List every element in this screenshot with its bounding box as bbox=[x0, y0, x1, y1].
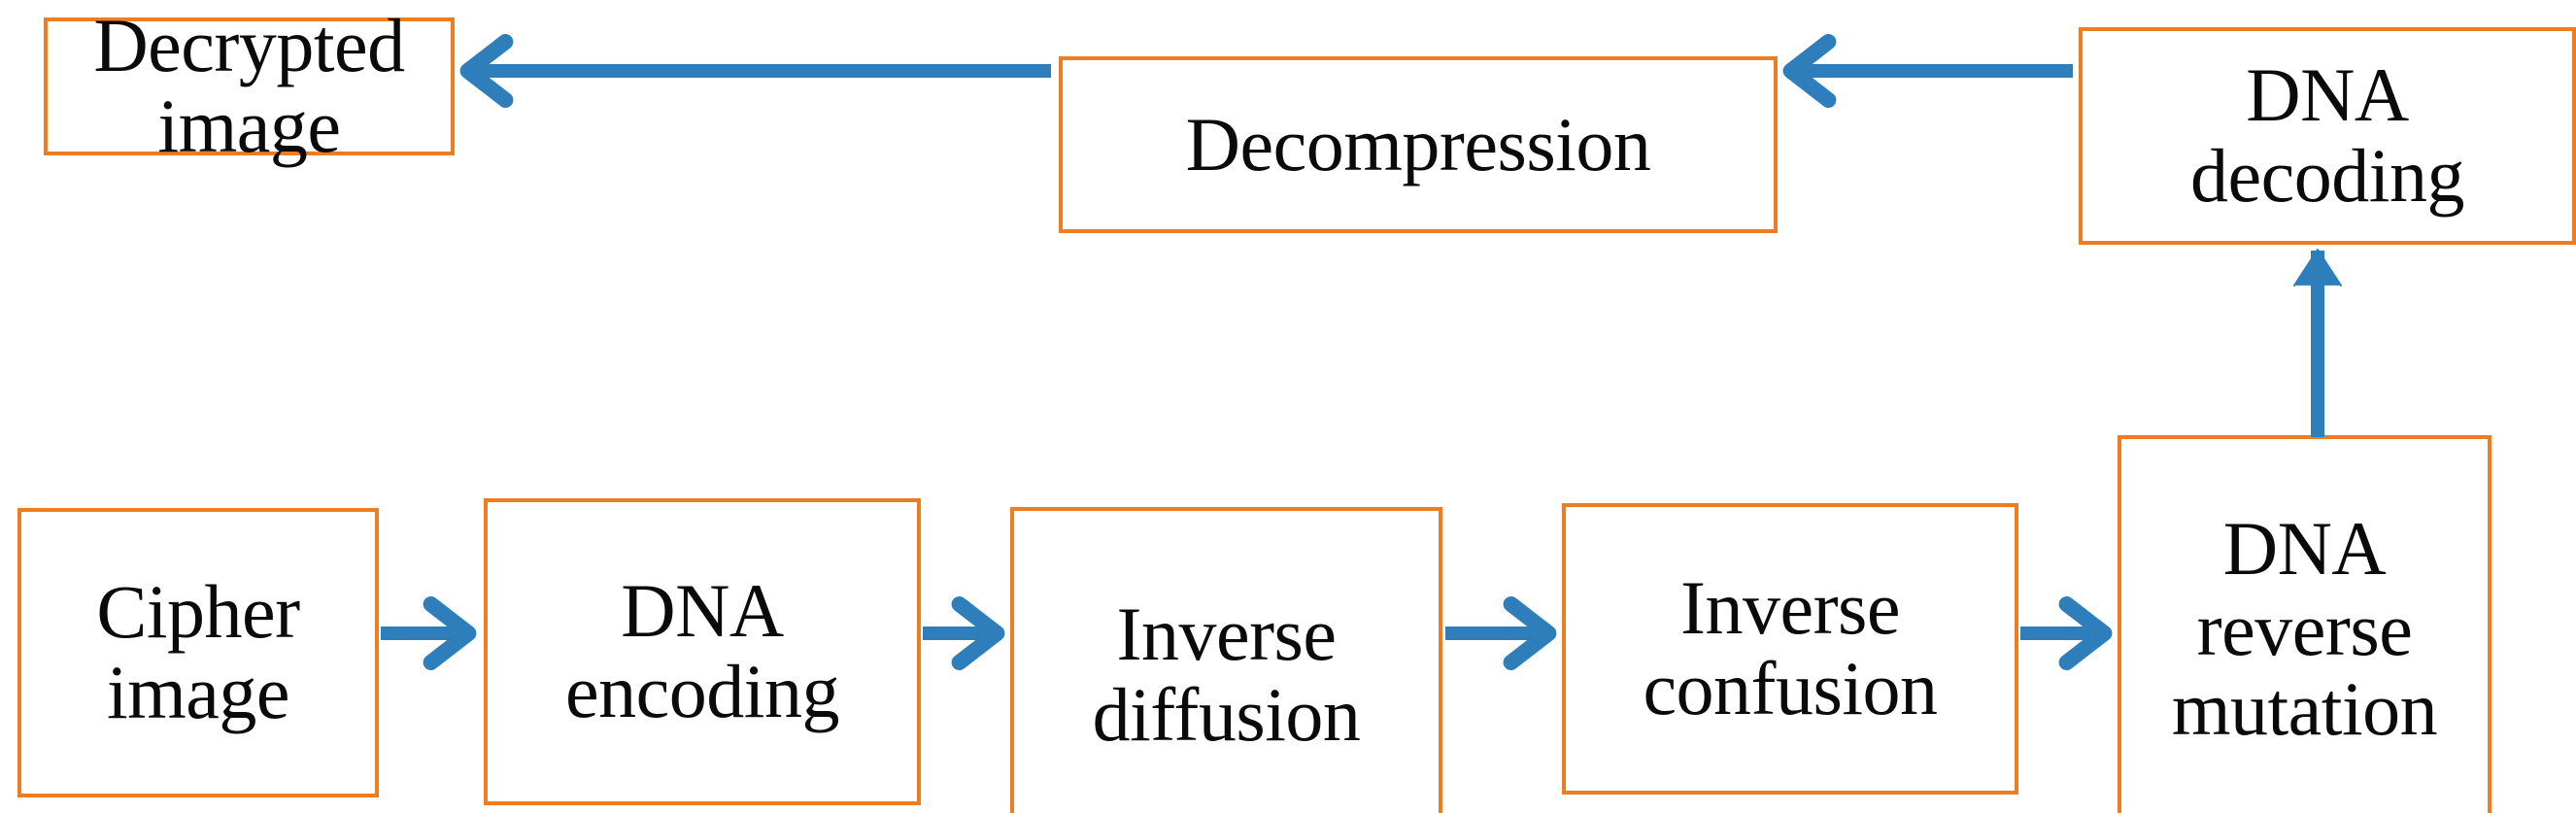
arrow-dna-encoding-to-inverse-diffusion bbox=[923, 582, 1006, 685]
node-dna-reverse-mutation[interactable]: DNA reverse mutation bbox=[2118, 435, 2491, 813]
node-dna-encoding[interactable]: DNA encoding bbox=[484, 498, 921, 805]
node-inverse-diffusion[interactable]: Inverse diffusion bbox=[1010, 507, 1442, 813]
arrow-cipher-image-to-dna-encoding bbox=[381, 582, 478, 685]
arrow-decompression-to-decrypted-image bbox=[458, 19, 1051, 122]
node-label-dna-encoding: DNA encoding bbox=[565, 568, 839, 733]
node-label-cipher-image: Cipher image bbox=[96, 569, 300, 734]
node-label-decrypted-image: Decrypted image bbox=[93, 3, 405, 168]
node-label-decompression: Decompression bbox=[1185, 101, 1651, 186]
arrow-inverse-confusion-to-dna-reverse-mutation bbox=[2020, 582, 2114, 685]
node-label-dna-reverse-mutation: DNA reverse mutation bbox=[2171, 505, 2438, 752]
node-label-inverse-diffusion: Inverse diffusion bbox=[1092, 591, 1361, 757]
node-label-inverse-confusion: Inverse confusion bbox=[1643, 565, 1938, 730]
arrow-dna-reverse-mutation-to-dna-decoding bbox=[2266, 247, 2369, 437]
node-label-dna-decoding: DNA decoding bbox=[2190, 52, 2464, 218]
arrow-dna-decoding-to-decompression bbox=[1781, 19, 2073, 122]
node-dna-decoding[interactable]: DNA decoding bbox=[2079, 27, 2576, 245]
node-inverse-confusion[interactable]: Inverse confusion bbox=[1562, 503, 2018, 795]
arrow-inverse-diffusion-to-inverse-confusion bbox=[1445, 582, 1558, 685]
node-decrypted-image[interactable]: Decrypted image bbox=[44, 5, 455, 166]
node-cipher-image[interactable]: Cipher image bbox=[17, 508, 379, 797]
node-decompression[interactable]: Decompression bbox=[1059, 56, 1778, 233]
